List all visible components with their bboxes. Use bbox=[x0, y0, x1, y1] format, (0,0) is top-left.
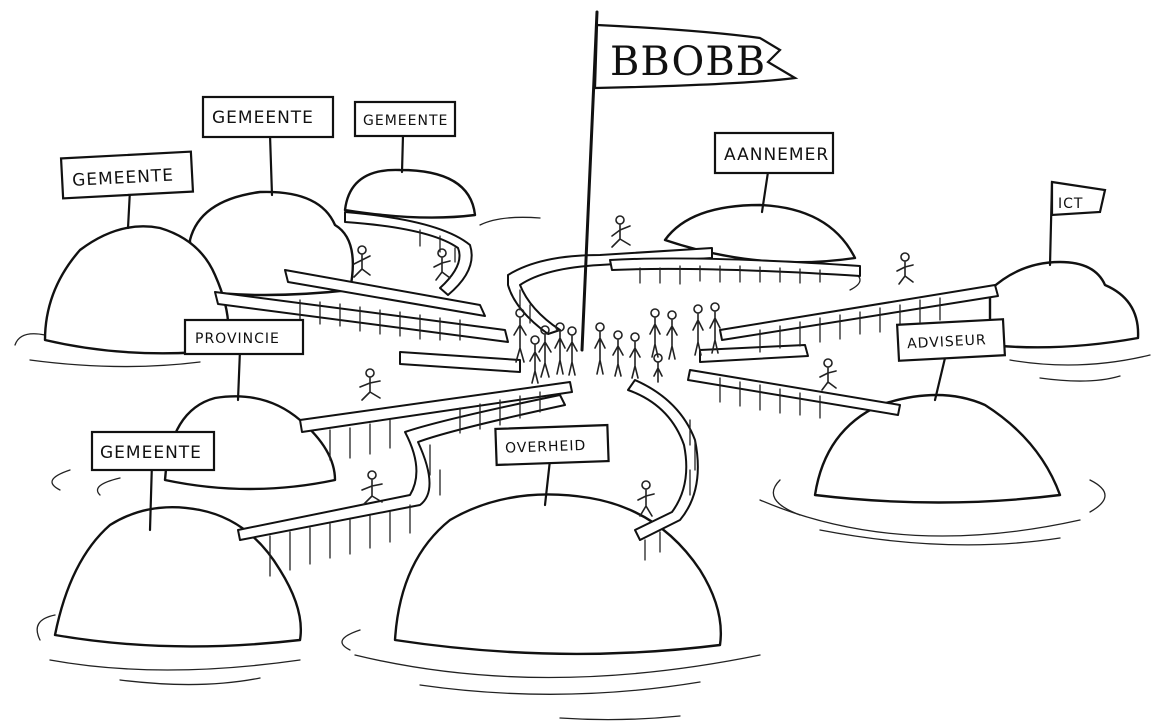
hill-gemeente-top bbox=[345, 170, 475, 218]
sign-gemeente-3: GEMEENTE bbox=[355, 102, 455, 172]
hill-ict bbox=[990, 262, 1138, 347]
sign-label: GEMEENTE bbox=[212, 108, 314, 128]
sign-adviseur: ADVISEUR bbox=[897, 319, 1005, 400]
sign-gemeente-1: GEMEENTE bbox=[61, 152, 193, 228]
sign-provincie: PROVINCIE bbox=[185, 320, 303, 400]
bbobb-flag: BBOBB bbox=[582, 12, 795, 350]
sign-aannemer: AANNEMER bbox=[715, 133, 833, 212]
hill-adviseur bbox=[815, 395, 1060, 503]
sign-label: GEMEENTE bbox=[100, 443, 202, 463]
sign-label: PROVINCIE bbox=[195, 331, 280, 347]
sign-gemeente-2: GEMEENTE bbox=[203, 97, 333, 195]
sign-ict: ICT bbox=[1050, 182, 1105, 265]
flag-text: BBOBB bbox=[610, 39, 766, 85]
sign-label: GEMEENTE bbox=[363, 113, 448, 129]
sign-label: AANNEMER bbox=[724, 145, 829, 165]
sign-label: OVERHEID bbox=[505, 438, 587, 457]
sign-overheid: OVERHEID bbox=[495, 425, 608, 505]
sign-label: ICT bbox=[1058, 196, 1083, 212]
